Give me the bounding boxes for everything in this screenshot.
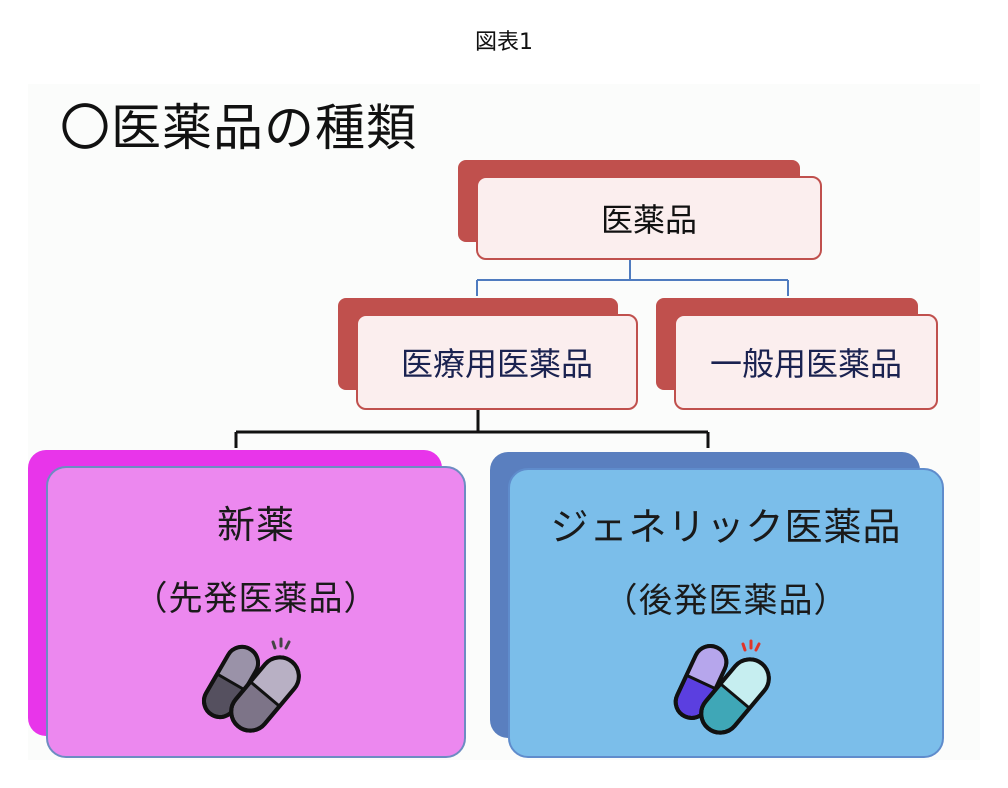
generic-drug-label: ジェネリック医薬品 <box>550 505 902 549</box>
new-drug-node: 新薬 （先発医薬品） <box>46 466 466 758</box>
capsule-pills-icon <box>673 639 771 735</box>
diagram-title: 〇医薬品の種類 <box>60 99 417 157</box>
connector-level2-to-level3 <box>234 408 710 448</box>
capsule-pills-icon <box>202 637 301 733</box>
prescription-node-label: 医療用医薬品 <box>400 345 593 383</box>
new-drug-sublabel: （先発医薬品） <box>133 579 379 619</box>
otc-node: 一般用医薬品 <box>674 314 938 410</box>
new-drug-label: 新薬 <box>216 503 295 547</box>
connector-root-to-level2 <box>476 258 789 296</box>
root-node-label: 医薬品 <box>600 201 697 239</box>
prescription-node: 医療用医薬品 <box>356 314 638 410</box>
otc-node-label: 一般用医薬品 <box>709 345 902 383</box>
figure-caption: 図表1 <box>475 30 533 55</box>
generic-drug-sublabel: （後発医薬品） <box>603 581 849 621</box>
generic-drug-node: ジェネリック医薬品 （後発医薬品） <box>508 468 944 758</box>
root-node: 医薬品 <box>476 176 822 260</box>
